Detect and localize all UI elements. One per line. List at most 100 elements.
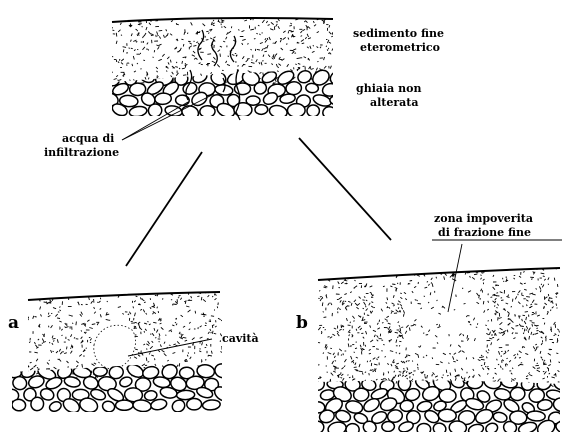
sediment-fleck	[81, 312, 83, 315]
sediment-fleck	[76, 361, 78, 363]
sediment-fleck	[498, 364, 499, 365]
sediment-fleck	[516, 326, 519, 327]
sediment-fleck	[179, 68, 180, 69]
sediment-fleck	[38, 339, 39, 340]
sediment-fleck	[524, 321, 526, 324]
sediment-fleck	[84, 293, 85, 294]
sediment-fleck	[519, 276, 521, 277]
sediment-fleck	[378, 357, 380, 359]
sediment-fleck	[523, 306, 524, 308]
sediment-fleck	[425, 376, 426, 378]
sediment-fleck	[183, 44, 184, 47]
sediment-fleck	[385, 356, 386, 357]
sediment-fleck	[149, 23, 151, 25]
sediment-fleck	[203, 299, 206, 301]
sediment-fleck	[532, 294, 535, 295]
sediment-fleck	[267, 45, 268, 49]
sediment-fleck	[320, 298, 322, 301]
sediment-fleck	[308, 59, 310, 60]
sediment-fleck	[159, 30, 163, 31]
sediment-fleck	[206, 31, 208, 32]
gravel-pebble	[202, 399, 221, 411]
sediment-fleck	[467, 335, 468, 339]
sediment-fleck	[447, 375, 449, 376]
sediment-fleck	[535, 333, 538, 334]
sediment-fleck	[520, 283, 523, 285]
sediment-fleck	[173, 344, 175, 345]
sediment-fleck	[87, 320, 89, 322]
sediment-fleck	[56, 351, 58, 353]
sediment-fleck	[100, 298, 101, 300]
sediment-fleck	[486, 333, 489, 334]
sediment-fleck	[377, 340, 379, 342]
sediment-fleck	[324, 66, 326, 68]
sediment-fleck	[493, 275, 494, 277]
sediment-fleck	[182, 61, 183, 64]
sediment-fleck	[387, 297, 388, 300]
sediment-fleck	[406, 371, 407, 373]
sediment-fleck	[396, 310, 399, 313]
sediment-fleck	[402, 336, 404, 339]
sediment-fleck	[500, 292, 503, 293]
sediment-fleck	[287, 64, 289, 67]
sediment-fleck	[131, 48, 133, 49]
label-zone-line1: zona impoverita	[434, 212, 533, 225]
sediment-fleck	[513, 338, 515, 339]
sediment-fleck	[159, 44, 162, 45]
sediment-fleck	[160, 344, 161, 347]
sediment-fleck	[48, 295, 50, 296]
sediment-fleck	[227, 32, 229, 34]
sediment-fleck	[131, 40, 132, 42]
sediment-fleck	[168, 62, 169, 64]
sediment-fleck	[508, 295, 509, 297]
sediment-fleck	[489, 349, 490, 351]
sediment-fleck	[258, 25, 259, 26]
sediment-fleck	[400, 328, 401, 332]
sediment-fleck	[386, 316, 388, 317]
sediment-fleck	[114, 79, 117, 80]
sediment-fleck	[511, 320, 514, 323]
sediment-fleck	[526, 317, 527, 320]
sediment-fleck	[157, 76, 158, 77]
sediment-fleck	[276, 64, 277, 67]
sediment-fleck	[357, 303, 360, 305]
sediment-fleck	[242, 64, 244, 67]
sediment-fleck	[541, 337, 543, 338]
sediment-fleck	[508, 314, 509, 317]
sediment-fleck	[171, 21, 173, 22]
sediment-fleck	[332, 48, 334, 51]
sediment-fleck	[129, 48, 130, 49]
sediment-fleck	[189, 322, 190, 324]
sediment-fleck	[181, 39, 183, 40]
sediment-fleck	[123, 47, 127, 48]
sediment-fleck	[157, 71, 158, 72]
sediment-fleck	[517, 266, 518, 268]
block-b-sediment-layer	[317, 264, 561, 389]
sediment-fleck	[507, 358, 508, 359]
sediment-fleck	[334, 356, 335, 358]
sediment-fleck	[558, 335, 559, 336]
sediment-fleck	[414, 286, 416, 287]
sediment-fleck	[499, 318, 502, 319]
sediment-fleck	[548, 300, 550, 301]
sediment-fleck	[109, 320, 110, 321]
sediment-fleck	[362, 348, 364, 349]
sediment-fleck	[474, 375, 475, 377]
sediment-fleck	[339, 297, 342, 299]
sediment-fleck	[395, 332, 398, 333]
sediment-fleck	[463, 269, 465, 271]
sediment-fleck	[176, 62, 177, 63]
sediment-fleck	[425, 268, 426, 269]
sediment-fleck	[499, 351, 500, 355]
sediment-fleck	[400, 304, 401, 306]
sediment-fleck	[406, 361, 407, 363]
sediment-fleck	[244, 20, 247, 21]
sediment-fleck	[329, 32, 331, 35]
sediment-fleck	[404, 368, 405, 369]
sediment-fleck	[151, 35, 154, 36]
sediment-fleck	[213, 57, 215, 60]
sediment-fleck	[220, 46, 222, 47]
sediment-fleck	[555, 373, 556, 377]
sediment-fleck	[248, 43, 249, 45]
sediment-fleck	[505, 364, 506, 367]
